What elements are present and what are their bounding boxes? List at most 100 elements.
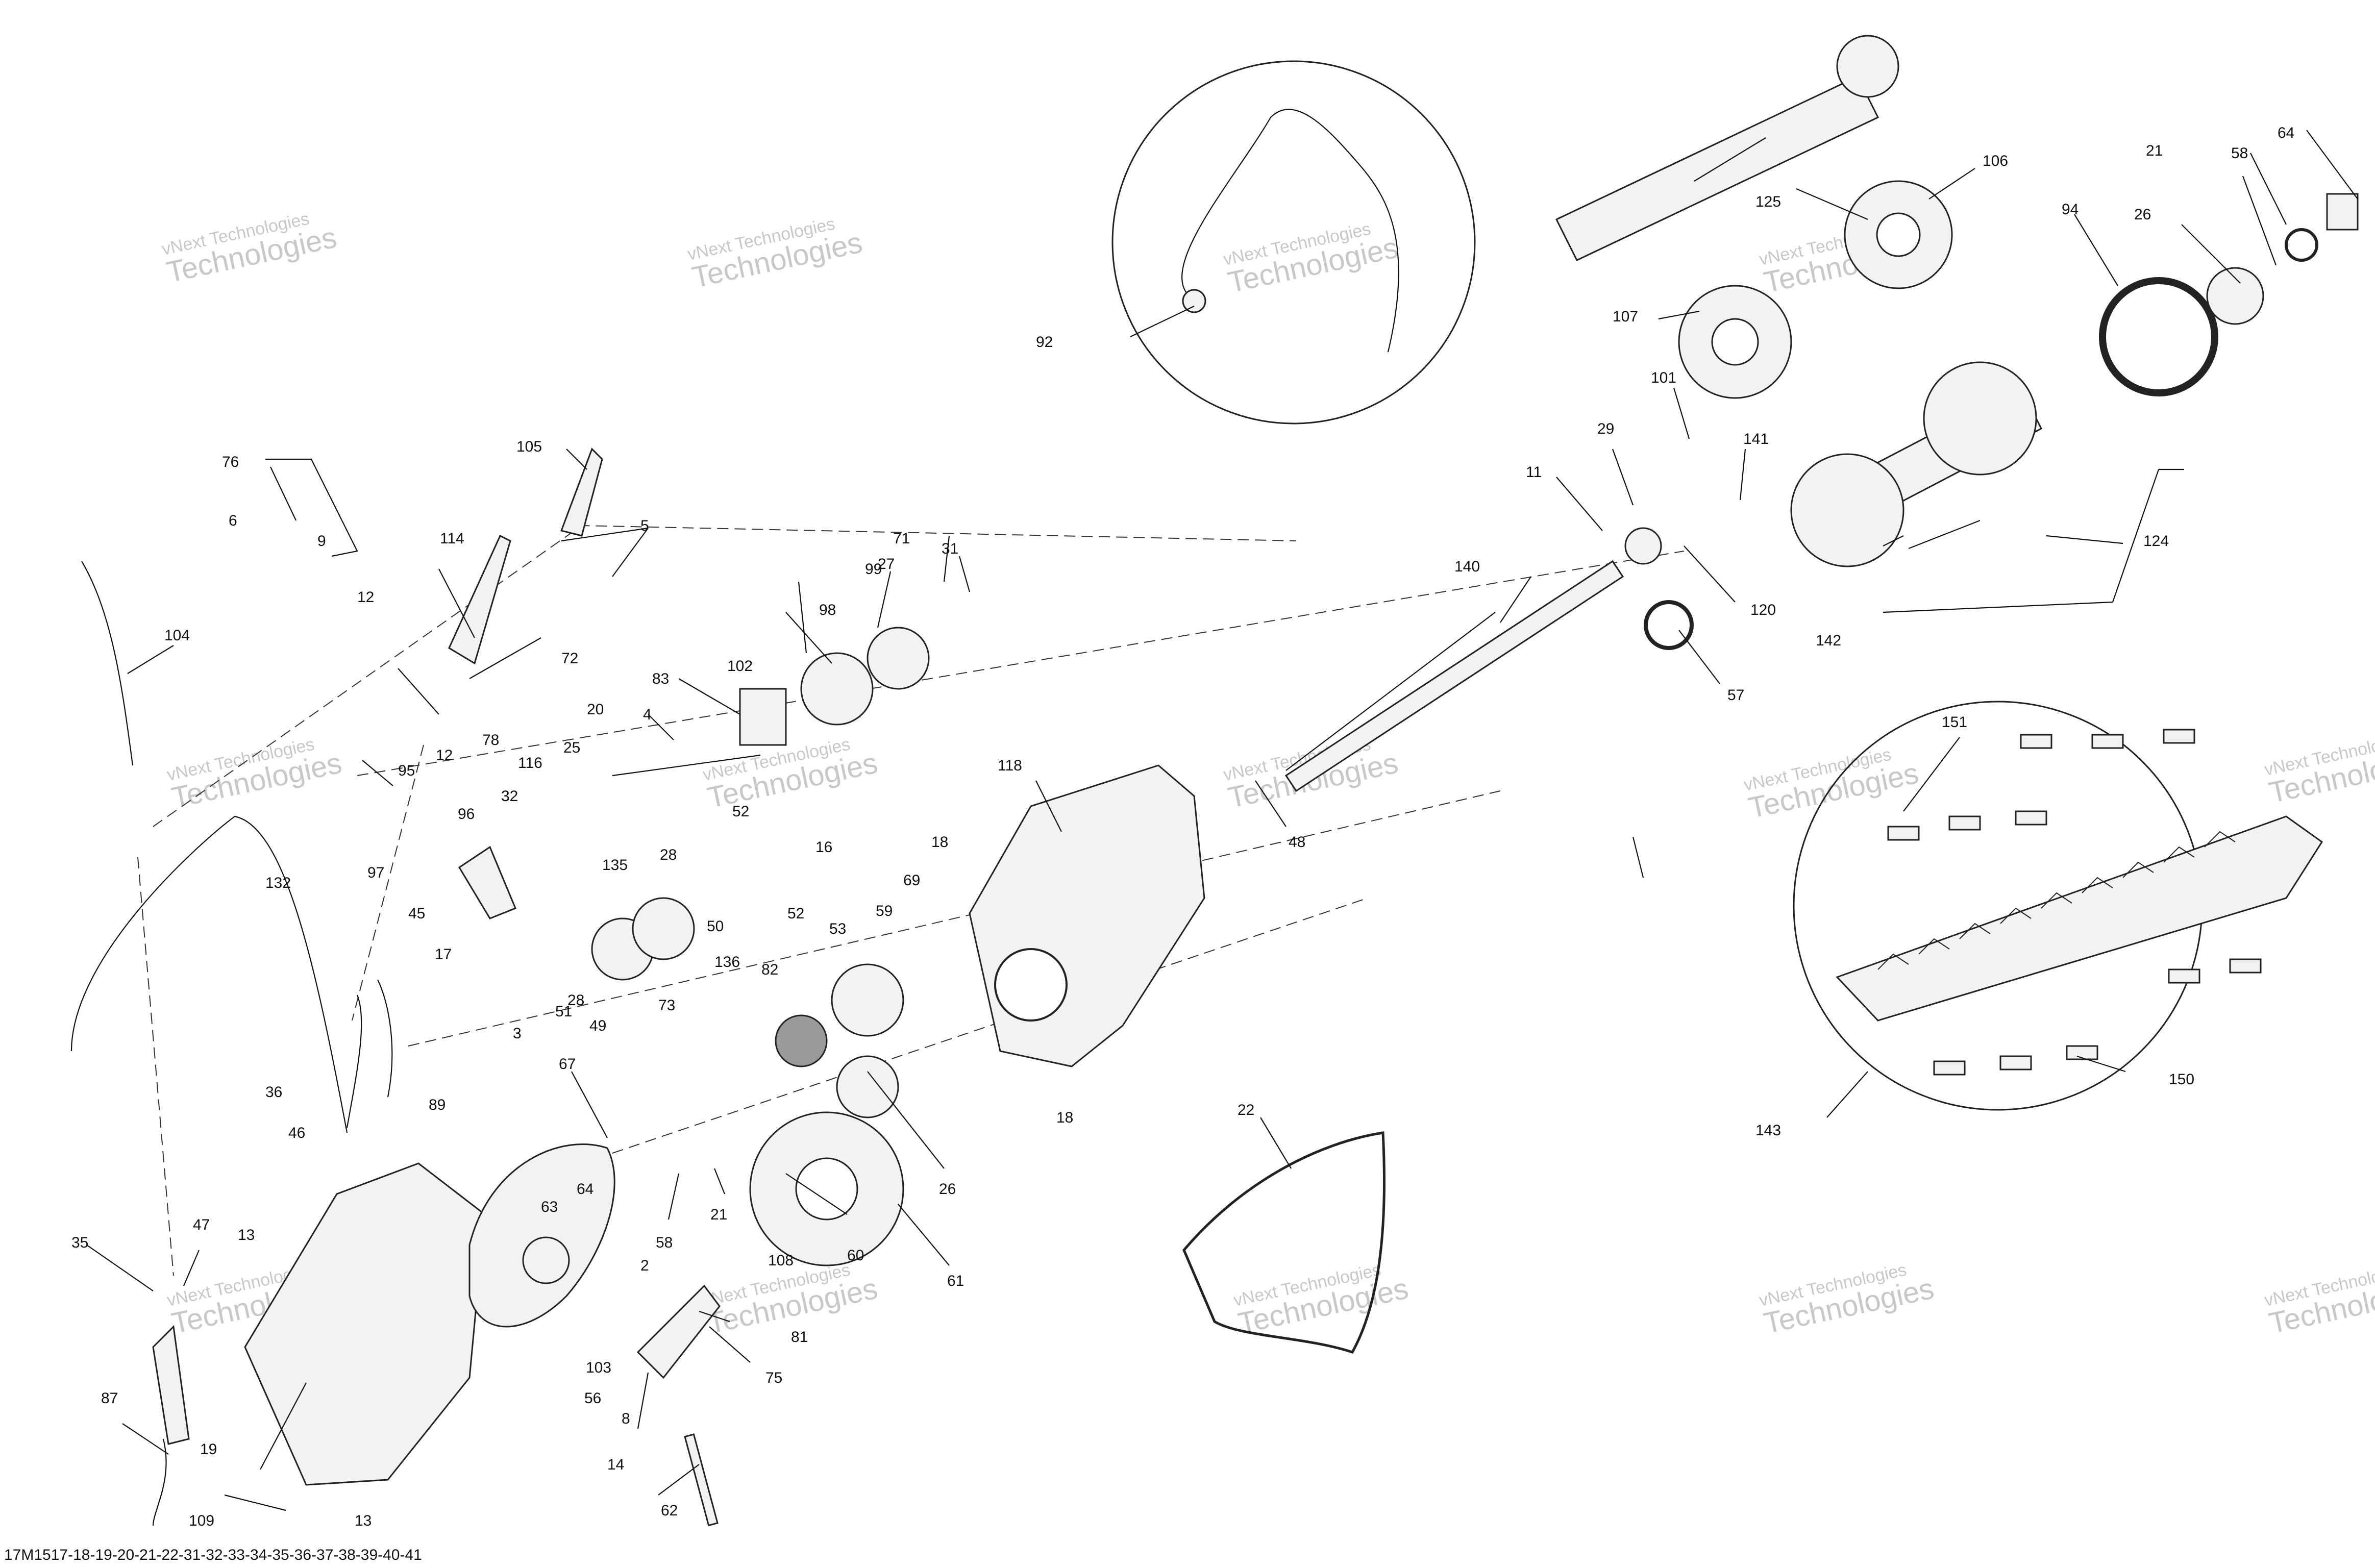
callout-label: 103	[586, 1359, 611, 1376]
clip-group	[1887, 729, 2262, 1076]
callout-label: 8	[622, 1410, 630, 1427]
callout-label: 13	[238, 1227, 255, 1243]
watermarks: vNext Technologies Technologies vNext Te…	[160, 209, 2375, 1340]
callout-label: 21	[710, 1206, 727, 1223]
leader-line	[713, 1168, 726, 1194]
callout-label: 101	[1651, 369, 1676, 386]
clip-icon	[2168, 968, 2200, 984]
leader-line	[1035, 780, 1062, 832]
callout-label: 94	[2062, 201, 2079, 218]
bracket-line	[1883, 469, 2160, 613]
callout-label: 32	[501, 788, 518, 805]
axis-line	[352, 744, 424, 1021]
leader-line	[2306, 130, 2358, 200]
callout-label: 21	[2146, 142, 2163, 159]
leader-line	[667, 1173, 680, 1220]
callout-label: 69	[903, 872, 920, 889]
leader-line	[1673, 387, 1690, 439]
callout-label: 104	[164, 627, 190, 644]
clip-icon	[2020, 734, 2052, 749]
callout-label: 26	[2134, 206, 2151, 223]
callout-label: 107	[1613, 308, 1638, 325]
callout-label: 14	[607, 1456, 624, 1473]
leader-line	[224, 1494, 286, 1511]
leader-line	[1130, 306, 1195, 337]
leader-line	[566, 449, 587, 470]
gear-part	[867, 627, 930, 690]
callout-label: 89	[429, 1097, 446, 1113]
clip-icon	[2015, 810, 2047, 826]
sprocket-flange-part	[1836, 35, 1899, 98]
reverse-gear-part	[632, 897, 695, 960]
track-slider-pad	[1836, 815, 2323, 1022]
brake-lever-part	[560, 447, 603, 537]
watermark-6: vNext Technologies Technologies	[701, 734, 881, 814]
bearing-part	[2206, 267, 2264, 325]
leader-line	[122, 1423, 169, 1455]
circlip-part	[1644, 600, 1694, 650]
callout-label: 102	[727, 658, 753, 675]
chaincase-housing-part	[969, 764, 1205, 1067]
callout-label: 52	[787, 905, 804, 922]
chaincase-cover-part	[244, 1162, 486, 1486]
washer-part	[775, 1014, 828, 1067]
callout-label: 59	[876, 903, 893, 919]
bracket-line	[1883, 535, 1904, 546]
callout-label: 73	[658, 997, 675, 1014]
leader-line	[2242, 176, 2277, 266]
leader-line	[86, 1245, 154, 1291]
leader-line	[678, 678, 740, 715]
leaders	[86, 130, 2358, 1511]
callout-label: 17	[435, 946, 452, 963]
cable-part	[70, 815, 348, 1133]
axis-line	[612, 898, 1368, 1154]
callout-label: 142	[1816, 632, 1841, 649]
leader-line	[658, 1464, 700, 1496]
leader-line	[709, 1326, 751, 1363]
leader-line	[2046, 535, 2123, 544]
leader-line	[2076, 1055, 2126, 1073]
countershaft-part	[1284, 560, 1624, 792]
parts	[70, 35, 2359, 1527]
callout-label: 140	[1454, 558, 1480, 575]
pin-part	[684, 1433, 719, 1527]
watermark-9: vNext Technologies Technologies	[2263, 729, 2375, 809]
watermark-2: vNext Technologies Technologies	[686, 214, 865, 294]
tube-part	[81, 561, 134, 766]
callout-label: 53	[829, 920, 846, 937]
watermark-5: vNext Technologies Technologies	[165, 734, 345, 814]
callout-label: 35	[71, 1234, 88, 1251]
gasket-part	[1182, 1131, 1386, 1354]
callout-label: 27	[878, 556, 895, 573]
needle-bearing-part	[739, 688, 787, 746]
callout-label: 9	[317, 533, 326, 550]
callout-label: 25	[563, 739, 580, 756]
axis-line	[357, 551, 1685, 776]
leader-line	[260, 1382, 307, 1470]
callout-label: 36	[265, 1084, 282, 1101]
leader-line	[699, 1310, 730, 1323]
leader-line	[785, 612, 832, 664]
callout-label: 81	[791, 1329, 808, 1346]
callout-label: 5	[640, 517, 649, 534]
leader-line	[1500, 576, 1531, 623]
callout-label: 135	[602, 857, 628, 874]
leader-line	[898, 1204, 950, 1266]
clip-icon	[1948, 815, 1981, 831]
callout-label: 87	[101, 1390, 118, 1407]
callout-label: 132	[265, 875, 291, 891]
callout-label: 76	[222, 454, 239, 470]
watermark-13: vNext Technologies Technologies	[1758, 1260, 1937, 1340]
callout-label: 60	[847, 1247, 864, 1264]
leader-line	[183, 1250, 200, 1286]
leader-line	[1739, 449, 1746, 501]
callout-label: 92	[1036, 334, 1053, 351]
callout-label: 45	[408, 905, 425, 922]
leader-line	[798, 581, 807, 654]
callout-label: 97	[367, 864, 384, 881]
callout-label: 46	[288, 1125, 305, 1141]
callout-label: 114	[440, 530, 464, 547]
detail-circle-143	[1793, 701, 2323, 1111]
gear-bore	[795, 1157, 858, 1221]
